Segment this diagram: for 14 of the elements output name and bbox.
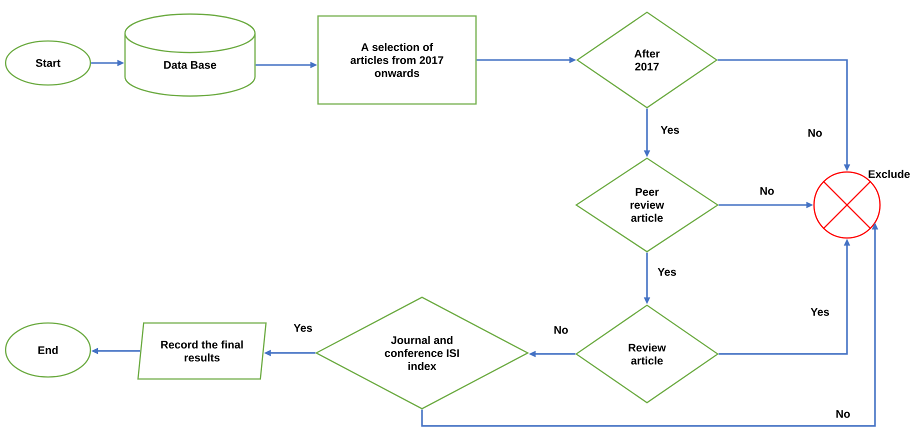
end-oval: End <box>4 322 92 378</box>
database-cylinder: Data Base <box>124 13 256 97</box>
process-box: A selection of articles from 2017 onwards <box>317 15 477 105</box>
edge-label: No <box>758 186 776 196</box>
edge-label: Yes <box>810 307 830 317</box>
edge-label: Yes <box>656 267 678 277</box>
start-oval: Start <box>4 40 92 86</box>
edge-label: Yes <box>292 323 314 333</box>
beside-label: Exclude <box>868 170 910 178</box>
edge-label: No <box>552 325 570 335</box>
data-parallelogram: Record the final results <box>137 322 267 380</box>
edge-label: No <box>834 409 852 419</box>
edge-label: Yes <box>660 125 680 135</box>
edge-label: No <box>806 128 824 138</box>
